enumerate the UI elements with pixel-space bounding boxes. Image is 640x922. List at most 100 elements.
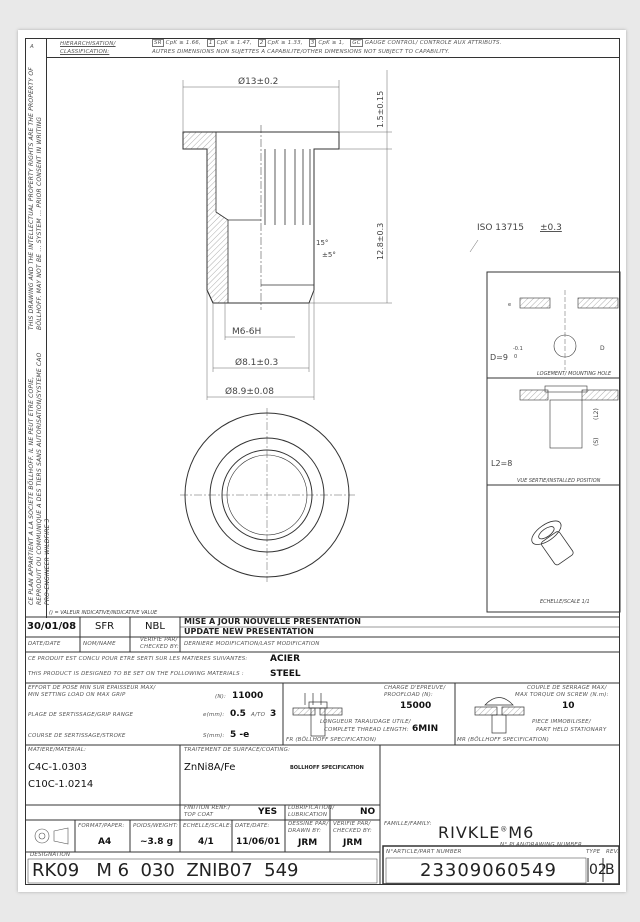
capability-legend: SR CpK ≥ 1.66, 1 CpK ≥ 1.47, 2 CpK ≥ 1.3… — [152, 39, 502, 47]
material-label: MATIERE/MATERIAL: — [28, 747, 87, 753]
classification-label: CLASSIFICATION: — [60, 49, 110, 55]
mounting-tol-lower: 0 — [514, 354, 517, 360]
date-label: DATE/DATE: — [235, 823, 270, 829]
legend-item: 3 CpK ≥ 1, — [308, 39, 345, 47]
proofload-label-en: PROOFLOAD (N): — [384, 692, 433, 698]
part-stationary-label-en: PART HELD STATIONARY — [536, 727, 607, 733]
torque-label-en: MAX TORQUE ON SCREW (N.m): — [515, 692, 609, 698]
angle-dim: 15° — [316, 239, 328, 247]
weight-label: POIDS/WEIGHT: — [133, 823, 179, 829]
flange-height-dim: 1.5±0.15 — [376, 91, 385, 128]
indicative-note: () = VALEUR INDICATIVE/INDICATIVE VALUE — [49, 610, 158, 616]
revision-date: 30/01/08 — [27, 621, 77, 632]
material-value: C4C-1.0303 — [28, 762, 87, 773]
stroke-unit: S(mm): — [203, 733, 225, 739]
legend-item: GC GAUGE CONTROL/ CONTROLE AUX ATTRIBUTS… — [350, 39, 502, 47]
torque-label: COUPLE DE SERRAGE MAX/ — [527, 685, 607, 691]
name-label: NOM/NAME — [83, 641, 116, 647]
setting-load-diagram — [292, 693, 343, 737]
projection-symbol-icon — [34, 827, 69, 845]
grip-min: 0.5 — [230, 709, 246, 719]
stroke-value: 5 -e — [230, 730, 250, 740]
topcoat-value: YES — [258, 807, 278, 817]
grip-unit: e(mm): — [203, 712, 225, 718]
corner-mark: A — [30, 44, 34, 50]
format-label: FORMAT/PAPER: — [78, 823, 125, 829]
installed-caption: VUE SERTIE/INSTALLED POSITION — [517, 478, 601, 484]
stroke-label: COURSE DE SERTISSAGE/STROKE — [28, 733, 126, 739]
revision-checked: NBL — [145, 621, 165, 632]
date-label: DATE/DATE — [28, 641, 61, 647]
thread-length-value: 6MIN — [412, 724, 439, 734]
spec-fr: FR (BÖLLHOFF SPECIFICATION) — [286, 737, 377, 743]
lubrication-label-en: LUBRICATION — [288, 812, 328, 818]
revision-desc-fr: MISE A JOUR NOUVELLE PRESENTATION — [184, 617, 361, 626]
thread-length-label-en: COMPLETE THREAD LENGTH: — [324, 727, 409, 733]
drawn-by-label: DESSINE PAR/ — [288, 821, 329, 827]
legend-item: 2 CpK ≥ 1.33, — [257, 39, 303, 47]
d-label: D — [600, 345, 605, 352]
lubrication-value: NO — [360, 807, 376, 817]
torque-diagram — [474, 697, 525, 734]
shank-diameter-dim: Ø8.9±0.08 — [225, 386, 274, 397]
mounting-hole-caption: LOGEMENT/ MOUNTING HOLE — [537, 371, 612, 377]
iso-tolerance: ±0.3 — [540, 223, 562, 233]
date-value: 11/06/01 — [236, 837, 281, 847]
checked-by-value: JRM — [343, 838, 363, 848]
materials-fr-label: CE PRODUIT EST CONCU POUR ETRE SERTI SUR… — [28, 656, 248, 662]
angle-tol-dim: ±5° — [322, 251, 336, 259]
drawn-by-label-en: DRAWN BY: — [288, 828, 322, 834]
spec-mr: MR (BÖLLHOFF SPECIFICATION) — [457, 737, 549, 743]
checked-label: VERIFIE PAR/ — [140, 637, 178, 643]
other-dimensions-note: AUTRES DIMENSIONS NON SUJETTES A CAPABIL… — [152, 49, 450, 55]
section-view — [182, 125, 340, 310]
material-value: C10C-1.0214 — [28, 779, 94, 790]
side-strip — [25, 38, 47, 618]
scale-label: ECHELLE/SCALE: — [183, 823, 232, 829]
mounting-hole-formula: D=9 — [490, 353, 508, 362]
coating-value: ZnNi8A/Fe — [184, 762, 236, 773]
iso-note: ISO 13715 — [477, 223, 524, 233]
grip-range-label: PLAGE DE SERTISSAGE/GRIP RANGE — [28, 712, 134, 718]
s-label: (S) — [593, 438, 600, 447]
revision-name: SFR — [95, 621, 115, 632]
knurl — [228, 149, 314, 286]
length-dim: 12.8±0.3 — [376, 223, 385, 260]
legend-item: SR CpK ≥ 1.66, — [152, 39, 201, 47]
thread-length-label: LONGUEUR TARAUDAGE UTILE/ — [320, 719, 411, 725]
coating-spec: BOLLHOFF SPECIFICATION — [290, 765, 364, 771]
setting-load-value: 11000 — [232, 691, 264, 701]
proofload-value: 15000 — [400, 701, 432, 711]
triangle-icon: 1 — [206, 39, 215, 47]
family-label: FAMILLE/FAMILY: — [384, 821, 432, 827]
materials-en-label: THIS PRODUCT IS DESIGNED TO BE SET ON TH… — [28, 671, 244, 677]
triangle-icon: GC — [350, 39, 363, 47]
isometric-view — [531, 520, 574, 566]
mounting-tol-upper: -0.1 — [513, 346, 523, 352]
hierarchy-label: HIERARCHISATION/ — [60, 41, 116, 47]
type-label: TYPE — [586, 849, 601, 855]
materials-fr-value: ACIER — [270, 654, 300, 664]
format-value: A4 — [98, 837, 112, 847]
drawing-sheet — [18, 30, 626, 892]
checked-by-label-en: CHECKED BY: — [333, 828, 372, 834]
drawn-by-value: JRM — [298, 838, 318, 848]
part-stationary-label: PIECE IMMOBILISEE/ — [532, 719, 591, 725]
topcoat-label: FINITION RENF./ — [184, 805, 231, 811]
installed-formula: L2=8 — [491, 459, 512, 468]
last-modification-label: DERNIERE MODIFICATION/LAST MODIFICATION — [184, 641, 320, 647]
coating-label: TRAITEMENT DE SURFACE/COATING: — [184, 747, 291, 753]
setting-load-label-en: MIN SETTING LOAD ON MAX GRIP — [28, 692, 126, 698]
body-diameter-dim: Ø8.1±0.3 — [235, 357, 278, 368]
revision-desc-en: UPDATE NEW PRESENTATION — [184, 627, 314, 636]
l2-label: (L2) — [593, 408, 600, 420]
part-number-value: 23309060549 — [420, 860, 557, 881]
checked-label-en: CHECKED BY: — [140, 644, 179, 650]
torque-value: 10 — [562, 701, 575, 711]
end-view — [180, 408, 355, 582]
e-label: e — [508, 302, 511, 308]
topcoat-label-en: TOP COAT — [184, 812, 214, 818]
type-value: 02 — [589, 862, 607, 878]
materials-en-value: STEEL — [270, 669, 301, 679]
